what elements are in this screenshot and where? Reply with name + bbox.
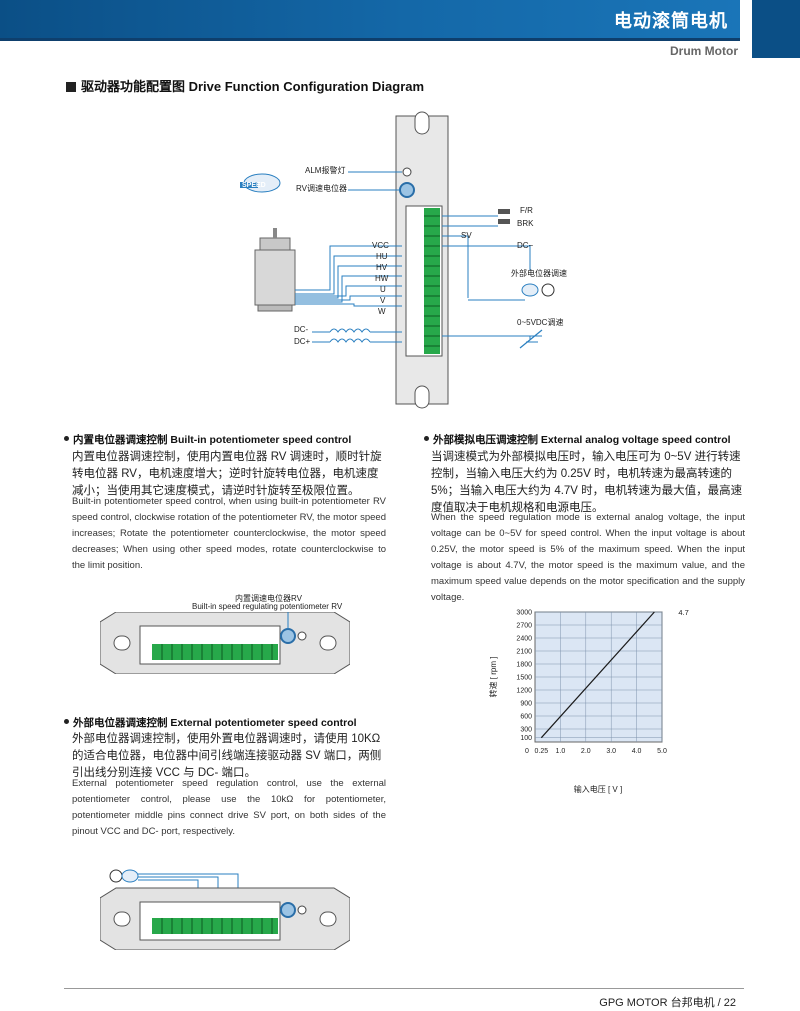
brk-label: BRK (517, 219, 534, 228)
ext-pot-en-text: External potentiometer speed regulation … (72, 778, 386, 837)
external-pot-icon (521, 283, 555, 297)
pin-label-hv: HV (376, 263, 388, 272)
ext-pot-label: 外部电位器调速 (511, 269, 567, 278)
pin-label-hu: HU (376, 252, 388, 261)
switch-icons (498, 209, 510, 224)
fr-label: F/R (520, 206, 533, 215)
alm-led-icon (297, 631, 307, 641)
external-pot-knob-icon (109, 869, 139, 883)
rv-label: RV调速电位器 (296, 184, 347, 193)
pin-wires (295, 245, 402, 307)
annotation-label: 4.7 (678, 608, 688, 617)
x-tick-label: 1.0 (556, 748, 566, 755)
x-tick-label: 5.0 (657, 748, 667, 755)
section-heading-text: 驱动器功能配置图 Drive Function Configuration Di… (81, 79, 425, 94)
driver-bottom-notch (414, 385, 430, 409)
analog-heading: 外部模拟电压调速控制 External analog voltage speed… (424, 432, 754, 447)
rv-knob-icon (280, 902, 296, 918)
vdc-source-icon (519, 329, 543, 349)
x-tick-label: 0.25 (535, 748, 549, 755)
alm-led-icon (297, 905, 307, 915)
pin-label-w: W (378, 307, 386, 316)
y-tick-label: 300 (520, 727, 532, 734)
bullet-dot-icon (64, 719, 69, 724)
speed-label: SPEED (242, 182, 266, 189)
corner-tab (752, 0, 800, 58)
ext-pot-zh-text: 外部电位器调速控制，使用外置电位器调速时，请使用 10KΩ 的适合电位器，电位器… (72, 733, 382, 779)
x-tick-label: 2.0 (581, 748, 591, 755)
sv-label: SV (461, 231, 472, 240)
builtin-heading-text: 内置电位器调速控制 Built-in potentiometer speed c… (73, 434, 352, 446)
ext-pot-heading-text: 外部电位器调速控制 External potentiometer speed c… (73, 717, 357, 729)
builtin-fig-label-zh: 内置调速电位器RV (235, 594, 302, 603)
dc-coil-icon (312, 328, 402, 343)
builtin-driver-figure (100, 612, 350, 674)
y-tick-label: 100 (520, 735, 532, 742)
y-tick-label: 2700 (516, 623, 532, 630)
bullet-dot-icon (424, 436, 429, 441)
analog-en-text: When the speed regulation mode is extern… (431, 512, 745, 603)
rv-knob-icon (280, 628, 296, 644)
y-tick-label: 1800 (516, 662, 532, 669)
x-tick-label: 3.0 (606, 748, 616, 755)
y-tick-label: 3000 (516, 610, 532, 617)
footer-text: GPG MOTOR 台邦电机 / 22 (599, 997, 736, 1009)
pin-label-u: U (380, 285, 386, 294)
x-axis-label: 输入电压 [ V ] (574, 784, 622, 794)
section-heading: 驱动器功能配置图 Drive Function Configuration Di… (66, 76, 424, 95)
analog-zh-text: 当调速模式为外部模拟电压时，输入电压可为 0~5V 进行转速控制，当输入电压大约… (431, 451, 743, 514)
builtin-en-text: Built-in potentiometer speed control, wh… (72, 496, 386, 571)
pin-label-v: V (380, 296, 386, 305)
page-title: 电动滚筒电机 (614, 11, 728, 31)
y-tick-label: 2400 (516, 636, 532, 643)
pin-label-hw: HW (375, 274, 389, 283)
page-subtitle: Drum Motor (670, 44, 738, 58)
header-bar (0, 0, 740, 38)
drive-configuration-diagram (240, 111, 555, 409)
builtin-fig-label-en: Built-in speed regulating potentiometer … (192, 602, 343, 611)
y-tick-label: 600 (520, 714, 532, 721)
builtin-zh-text: 内置电位器调速控制，使用内置电位器 RV 调速时，顺时针旋转电位器 RV，电机速… (72, 451, 382, 497)
analog-heading-text: 外部模拟电压调速控制 External analog voltage speed… (433, 434, 731, 446)
alm-led-icon (402, 167, 412, 177)
builtin-heading: 内置电位器调速控制 Built-in potentiometer speed c… (64, 432, 404, 447)
y-tick-label: 900 (520, 701, 532, 708)
y-tick-label: 1500 (516, 675, 532, 682)
speed-dial-icon (240, 173, 281, 193)
terminal-slots (424, 215, 440, 347)
series-line (540, 611, 655, 739)
speed-voltage-chart: 3000 2700 2400 2100 1800 1500 1200 900 600 300100… (488, 608, 689, 794)
y-tick-label: 1200 (516, 688, 532, 695)
bullet-dot-icon (64, 436, 69, 441)
vdc-label: 0~5VDC调速 (517, 318, 564, 327)
dc-minus-right-label: DC− (517, 241, 534, 250)
pin-label-vcc: VCC (372, 241, 389, 250)
header-accent (0, 38, 740, 41)
y-tick-label: 2100 (516, 649, 532, 656)
y-axis-label: 转速 [ rpm ] (488, 657, 498, 698)
grid-lines (535, 611, 663, 742)
dc-minus-label: DC- (294, 325, 309, 334)
ext-pot-driver-figure (100, 869, 350, 950)
x-tick-labels: 0 0.25 1.0 2.0 3.0 4.0 5.0 (525, 748, 667, 755)
dc-plus-label: DC+ (294, 337, 311, 346)
footer-divider (64, 988, 744, 989)
rv-knob-icon (399, 182, 415, 198)
square-bullet-icon (66, 82, 76, 92)
ext-pot-heading: 外部电位器调速控制 External potentiometer speed c… (64, 715, 404, 730)
motor-icon (254, 228, 296, 312)
terminal-strip (424, 208, 440, 354)
x-tick-label: 0 (525, 748, 529, 755)
alm-label: ALM报警灯 (305, 166, 346, 175)
x-tick-label: 4.0 (632, 748, 642, 755)
driver-top-notch (414, 111, 430, 135)
